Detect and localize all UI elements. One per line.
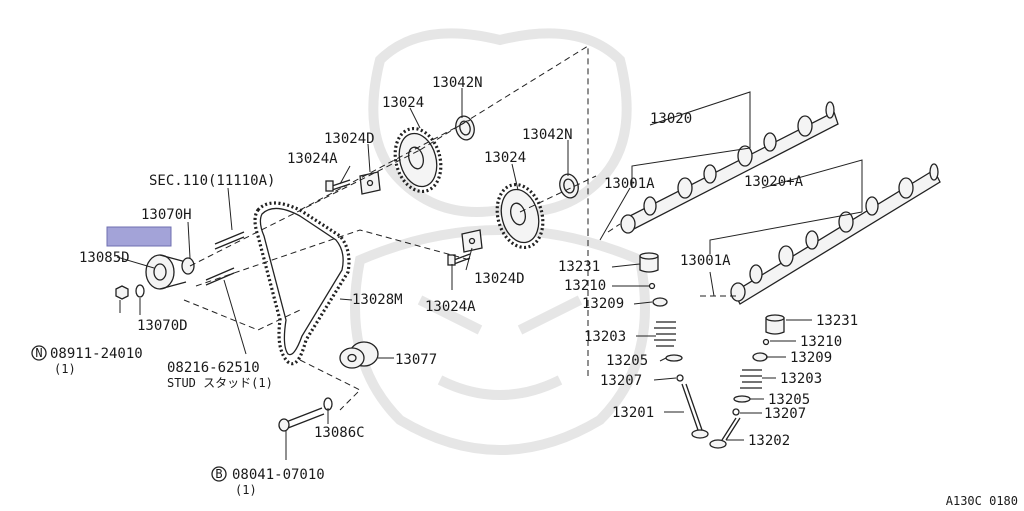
label-13024-lower[interactable]: 13024 (484, 150, 526, 166)
cam-pulley-upper (393, 126, 443, 194)
label-13205-left[interactable]: 13205 (606, 353, 648, 369)
circle-b-letter: B (215, 467, 222, 481)
pulley-plate-lower (461, 229, 483, 253)
label-stud: STUD スタッド(1) (167, 376, 273, 390)
cam-pulley-lower (495, 182, 545, 250)
timing-belt (253, 201, 351, 366)
oil-seal-lower (559, 173, 579, 199)
label-08216-62510[interactable]: 08216-62510 (167, 360, 260, 376)
label-13209-right[interactable]: 13209 (790, 350, 832, 366)
label-08041-07010[interactable]: 08041-07010 (232, 467, 325, 483)
oil-seal-upper (455, 115, 475, 141)
label-13001A-lower[interactable]: 13001A (680, 253, 731, 269)
label-13042N-lower[interactable]: 13042N (522, 127, 573, 143)
label-13024A-upper[interactable]: 13024A (287, 151, 338, 167)
label-13024A-lower[interactable]: 13024A (425, 299, 476, 315)
pulley-plate-upper (359, 171, 381, 195)
circle-n-letter: N (35, 346, 42, 360)
label-13209-left[interactable]: 13209 (582, 296, 624, 312)
stud-sec110 (181, 231, 245, 275)
label-13202[interactable]: 13202 (748, 433, 790, 449)
label-13024D-upper[interactable]: 13024D (324, 131, 375, 147)
label-13077[interactable]: 13077 (395, 352, 437, 368)
alignment-lines (183, 45, 736, 411)
label-13231-left[interactable]: 13231 (558, 259, 600, 275)
tensioner-pulley (145, 254, 187, 290)
bolt-08041 (278, 407, 325, 432)
label-13203-right[interactable]: 13203 (780, 371, 822, 387)
label-13210-right[interactable]: 13210 (800, 334, 842, 350)
label-08911-24010[interactable]: 08911-24010 (50, 346, 143, 362)
idler-pulley (339, 341, 379, 369)
label-13020A[interactable]: 13020+A (744, 174, 804, 190)
label-08041-qty: (1) (235, 483, 257, 497)
nut-and-washer (115, 284, 145, 300)
label-13028M[interactable]: 13028M (352, 292, 403, 308)
label-13203-left[interactable]: 13203 (584, 329, 626, 345)
label-13210-left[interactable]: 13210 (564, 278, 606, 294)
camshaft-13020A (730, 163, 941, 305)
part-labels: 13042N 13024 13024D 13024A 13042N 13024 … (50, 75, 1018, 508)
label-13070H[interactable]: 13070H (141, 207, 192, 223)
label-08911-qty: (1) (54, 362, 76, 376)
part-highlight-box (106, 226, 172, 247)
label-13201[interactable]: 13201 (612, 405, 654, 421)
label-13207-left[interactable]: 13207 (600, 373, 642, 389)
reference-code: A130C 0180 (946, 494, 1018, 508)
label-13024D-lower[interactable]: 13024D (474, 271, 525, 287)
label-13042N-upper[interactable]: 13042N (432, 75, 483, 91)
stud-08216 (205, 267, 235, 286)
label-13205-right[interactable]: 13205 (768, 392, 810, 408)
label-13020[interactable]: 13020 (650, 111, 692, 127)
label-13086C[interactable]: 13086C (314, 425, 365, 441)
label-13207-right[interactable]: 13207 (764, 406, 806, 422)
valve-stack-left (639, 252, 709, 439)
label-13231-right[interactable]: 13231 (816, 313, 858, 329)
circle-n-symbol: N (31, 345, 47, 361)
label-13001A-upper[interactable]: 13001A (604, 176, 655, 192)
circle-b-symbol: B (211, 466, 227, 482)
camshaft-13020 (620, 101, 839, 234)
valve-stack-right (709, 314, 785, 449)
label-sec110[interactable]: SEC.110(11110A) (149, 173, 275, 189)
leader-lines (116, 88, 863, 460)
label-13070D[interactable]: 13070D (137, 318, 188, 334)
label-13024-upper[interactable]: 13024 (382, 95, 424, 111)
label-13085D[interactable]: 13085D (79, 250, 130, 266)
